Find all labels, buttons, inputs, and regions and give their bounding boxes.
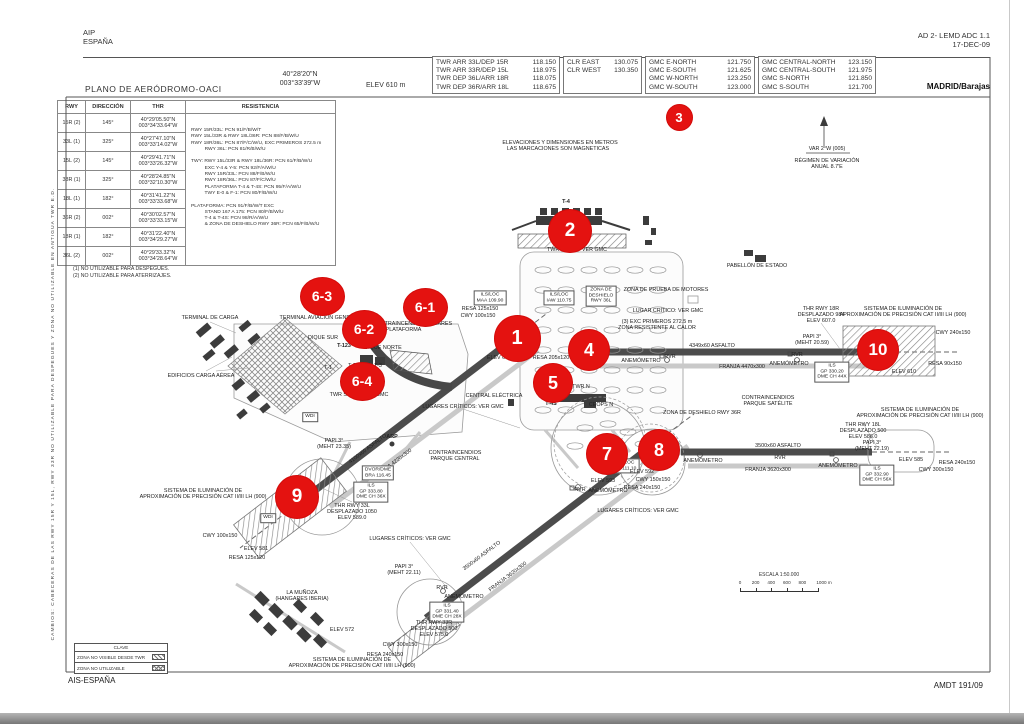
marker-3[interactable]: 3 xyxy=(665,103,693,131)
header-espana: ESPAÑA xyxy=(83,37,113,46)
engine-test-area xyxy=(687,295,699,304)
legend-title: CLAVE xyxy=(75,644,167,652)
legend-row: ZONA NO VISIBLE DESDE TWR xyxy=(75,652,167,662)
marker-6-4[interactable]: 6-4 xyxy=(339,361,385,401)
xhatch-swatch xyxy=(152,665,165,671)
scale-bar-line xyxy=(740,588,818,592)
marker-8[interactable]: 8 xyxy=(638,429,680,471)
approach-lights-33R xyxy=(387,603,461,669)
footer-amdt: AMDT 191/09 xyxy=(933,681,983,690)
table-footnotes: (1) NO UTILIZABLE PARA DESPEGUES.(2) NO … xyxy=(73,266,171,279)
scale-tick-label: 400 xyxy=(767,580,776,585)
marker-2[interactable]: 2 xyxy=(548,209,592,253)
marker-5[interactable]: 5 xyxy=(533,363,573,403)
scale-tick-label: 0 xyxy=(738,580,742,585)
chart-date: 17-DEC-09 xyxy=(952,40,990,49)
runway-table: RWY DIRECCIÓN THR RESISTENCIA 15R (2)145… xyxy=(57,100,336,266)
aerodrome-elevation: ELEV 610 m xyxy=(366,82,406,89)
marker-6-3[interactable]: 6-3 xyxy=(299,276,345,316)
airport-name: MADRID/Barajas xyxy=(926,82,990,91)
scale-title: ESCALA 1:50.000 xyxy=(758,572,800,578)
header-publication: AIP ESPAÑA xyxy=(83,28,113,46)
marker-6-2[interactable]: 6-2 xyxy=(341,309,387,349)
hatch-swatch xyxy=(152,654,165,660)
pabellon-estado-building xyxy=(744,250,753,256)
la-munoza-buildings xyxy=(248,590,328,649)
arp-symbol xyxy=(389,441,395,447)
anemometer-icons xyxy=(440,357,839,594)
header-aip: AIP xyxy=(83,28,96,37)
marker-1[interactable]: 1 xyxy=(493,314,541,362)
terminal-t123-pier xyxy=(368,341,453,391)
scale-tick-label: 600 xyxy=(782,580,791,585)
arp-lat: 40°28'20"N xyxy=(282,71,318,78)
scale-tick-label: 200 xyxy=(751,580,760,585)
marker-4[interactable]: 4 xyxy=(568,329,610,371)
marker-7[interactable]: 7 xyxy=(586,433,628,475)
terminal-t4s-building xyxy=(558,394,606,402)
arp-lon: 003°33'39"W xyxy=(279,79,321,87)
legend-row: ZONA NO UTILIZABLE xyxy=(75,662,167,673)
rvr-icons xyxy=(569,351,835,491)
marker-9[interactable]: 9 xyxy=(275,475,319,519)
resistencia-cell: RWY 15R/33L: PCN 91/F/B/W/T RWY 15L/33R … xyxy=(185,113,336,266)
scale-tick-label: 1000 m xyxy=(816,580,832,585)
north-arrow xyxy=(806,116,850,154)
marker-10[interactable]: 10 xyxy=(857,329,899,371)
scale-tick-label: 800 xyxy=(798,580,807,585)
runway-15L-33R xyxy=(423,431,670,621)
page-edge xyxy=(1009,0,1010,724)
scan-edge-strip xyxy=(0,713,1024,724)
chart-title: PLANO DE AERÓDROMO-OACI xyxy=(85,84,222,94)
cargo-buildings xyxy=(195,319,271,420)
footnote: (1) NO UTILIZABLE PARA DESPEGUES. xyxy=(73,266,170,272)
chart-id: AD 2- LEMD ADC 1.1 xyxy=(917,31,990,40)
runway-15R-33L xyxy=(310,334,519,495)
footnote: (2) NO UTILIZABLE PARA ATERRIZAJES. xyxy=(73,272,172,279)
marker-6-1[interactable]: 6-1 xyxy=(402,287,448,327)
arp-coordinates: 40°28'20"N 003°33'39"W xyxy=(260,71,340,88)
header-chart-id: AD 2- LEMD ADC 1.1 17-DEC-09 xyxy=(918,31,990,49)
footer-ais: AIS-ESPAÑA xyxy=(68,676,116,685)
zona-no-utilizable-area xyxy=(227,317,343,415)
